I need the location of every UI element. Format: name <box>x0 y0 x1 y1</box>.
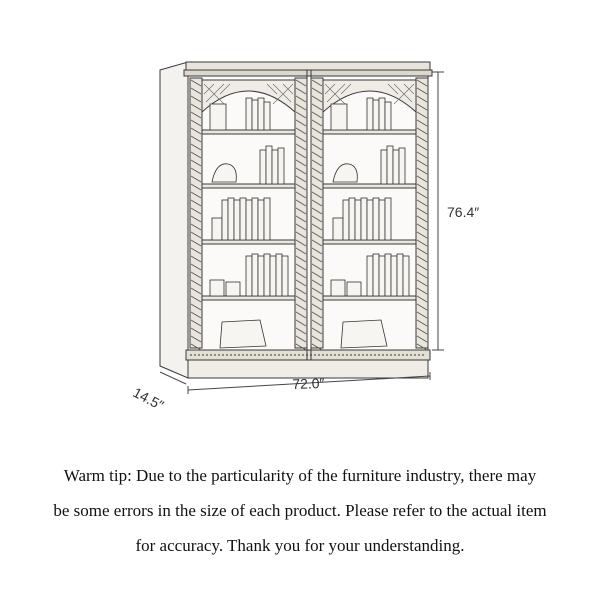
bookcase-line-drawing <box>159 61 444 394</box>
warm-tip-line: Warm tip: Due to the particularity of th… <box>63 466 537 485</box>
warm-tip-line: for accuracy. Thank you for your underst… <box>135 536 465 555</box>
warm-tip-note: Warm tip: Due to the particularity of th… <box>0 458 600 563</box>
width-dimension-label: 72.0″ <box>292 374 325 392</box>
height-dimension-label: 76.4″ <box>447 204 480 220</box>
warm-tip-line: be some errors in the size of each produ… <box>53 501 547 520</box>
